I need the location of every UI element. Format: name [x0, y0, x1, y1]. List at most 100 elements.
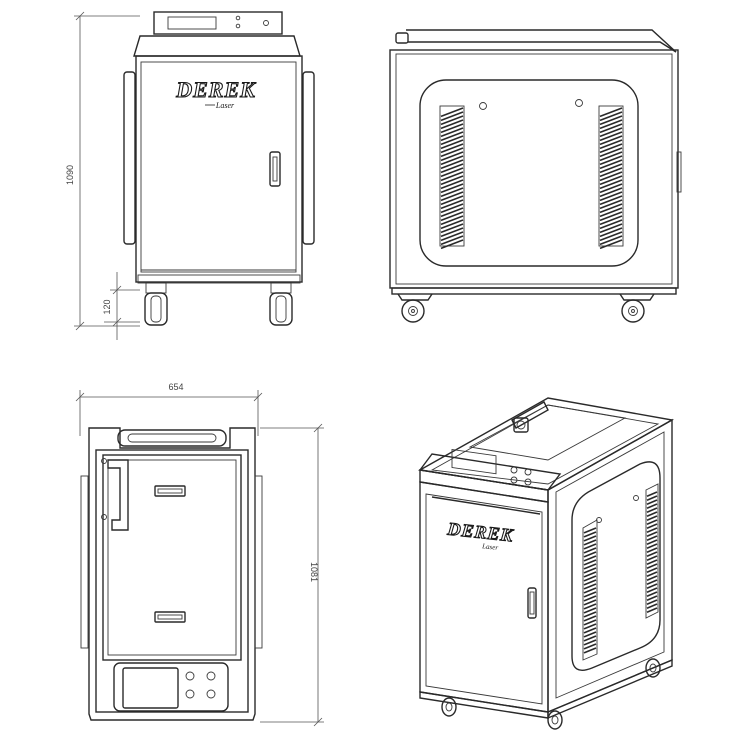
vent-slat: [646, 583, 658, 589]
vent-slat: [646, 563, 658, 569]
vent-slat: [440, 207, 464, 218]
vent-slat: [599, 171, 623, 182]
vent-slat: [646, 535, 658, 541]
vent-slat: [646, 595, 658, 601]
vent-slat: [599, 203, 623, 214]
vent-slat: [583, 547, 597, 554]
vent-slat: [599, 175, 623, 186]
vent-slat: [646, 543, 658, 549]
vent-slat: [440, 223, 464, 234]
iso-wheel-front-right: [547, 710, 563, 730]
vent-slat: [646, 531, 658, 537]
vent-slat: [583, 599, 597, 606]
vent-slat: [583, 575, 597, 582]
iso-vent-left: [582, 519, 598, 661]
front-wheel-right: [269, 282, 293, 326]
vent-slat: [440, 211, 464, 222]
top-width-label: 654: [168, 382, 183, 392]
vent-slat: [583, 591, 597, 598]
wheel-height-label: 120: [102, 299, 112, 314]
vent-slat: [583, 543, 597, 550]
vent-slat: [646, 571, 658, 577]
iso-wheel-front-left: [441, 697, 457, 717]
front-height-label: 1090: [65, 165, 75, 185]
vent-slat: [440, 155, 464, 166]
vent-slat: [440, 163, 464, 174]
vent-slat: [440, 115, 464, 126]
vent-slat: [583, 631, 597, 638]
vent-slat: [583, 619, 597, 626]
vent-slat: [646, 495, 658, 501]
vent-slat: [583, 623, 597, 630]
vent-slat: [599, 143, 623, 154]
vent-slat: [440, 219, 464, 230]
vent-slat: [583, 639, 597, 646]
vent-slat: [599, 223, 623, 234]
vent-slat: [583, 531, 597, 538]
vent-slat: [583, 627, 597, 634]
vent-slat: [646, 591, 658, 597]
iso-view-logo-sub: Laser: [481, 542, 499, 552]
vent-slat: [440, 235, 464, 246]
vent-slat: [583, 607, 597, 614]
vent-slat: [599, 207, 623, 218]
vent-slat: [646, 519, 658, 525]
side-wheel-right: [619, 293, 655, 323]
vent-slat: [646, 491, 658, 497]
vent-slat: [646, 527, 658, 533]
vent-slat: [583, 551, 597, 558]
vent-slat: [583, 563, 597, 570]
side-vent-right: [598, 105, 624, 250]
vent-slat: [583, 595, 597, 602]
vent-slat: [599, 179, 623, 190]
vent-slat: [440, 151, 464, 162]
vent-slat: [599, 139, 623, 150]
vent-slat: [646, 515, 658, 521]
vent-slat: [583, 635, 597, 642]
vent-slat: [599, 199, 623, 210]
vent-slat: [599, 167, 623, 178]
vent-slat: [646, 599, 658, 605]
vent-slat: [440, 203, 464, 214]
vent-slat: [646, 511, 658, 517]
vent-slat: [440, 227, 464, 238]
side-wheel-left: [397, 293, 433, 323]
vent-slat: [440, 215, 464, 226]
vent-slat: [440, 131, 464, 142]
vent-slat: [599, 159, 623, 170]
vent-slat: [440, 187, 464, 198]
iso-wheel-back-right: [645, 658, 661, 678]
vent-slat: [583, 643, 597, 650]
vent-slat: [440, 179, 464, 190]
top-depth-dimension: 1081: [260, 423, 324, 727]
vent-slat: [440, 127, 464, 138]
vent-slat: [599, 227, 623, 238]
vent-slat: [599, 235, 623, 246]
vent-slat: [646, 575, 658, 581]
vent-slat: [599, 147, 623, 158]
vent-slat: [646, 579, 658, 585]
vent-slat: [583, 567, 597, 574]
front-view-logo: DEREK: [175, 77, 256, 102]
vent-slat: [583, 535, 597, 542]
vent-slat: [599, 111, 623, 122]
vent-slat: [583, 587, 597, 594]
vent-slat: [583, 647, 597, 654]
front-height-dimension: 1090: [65, 11, 140, 331]
wheel-height-dimension: 120: [102, 272, 140, 340]
vent-slat: [646, 551, 658, 557]
vent-slat: [646, 539, 658, 545]
side-vent-left: [439, 105, 465, 250]
iso-view-logo: DEREK: [446, 519, 516, 546]
top-depth-label: 1081: [309, 562, 319, 582]
vent-slat: [599, 123, 623, 134]
vent-slat: [599, 219, 623, 230]
vent-slat: [599, 187, 623, 198]
vent-slat: [599, 239, 623, 250]
vent-slat: [583, 571, 597, 578]
vent-slat: [599, 191, 623, 202]
vent-slat: [440, 171, 464, 182]
vent-slat: [440, 231, 464, 242]
vent-slat: [440, 135, 464, 146]
